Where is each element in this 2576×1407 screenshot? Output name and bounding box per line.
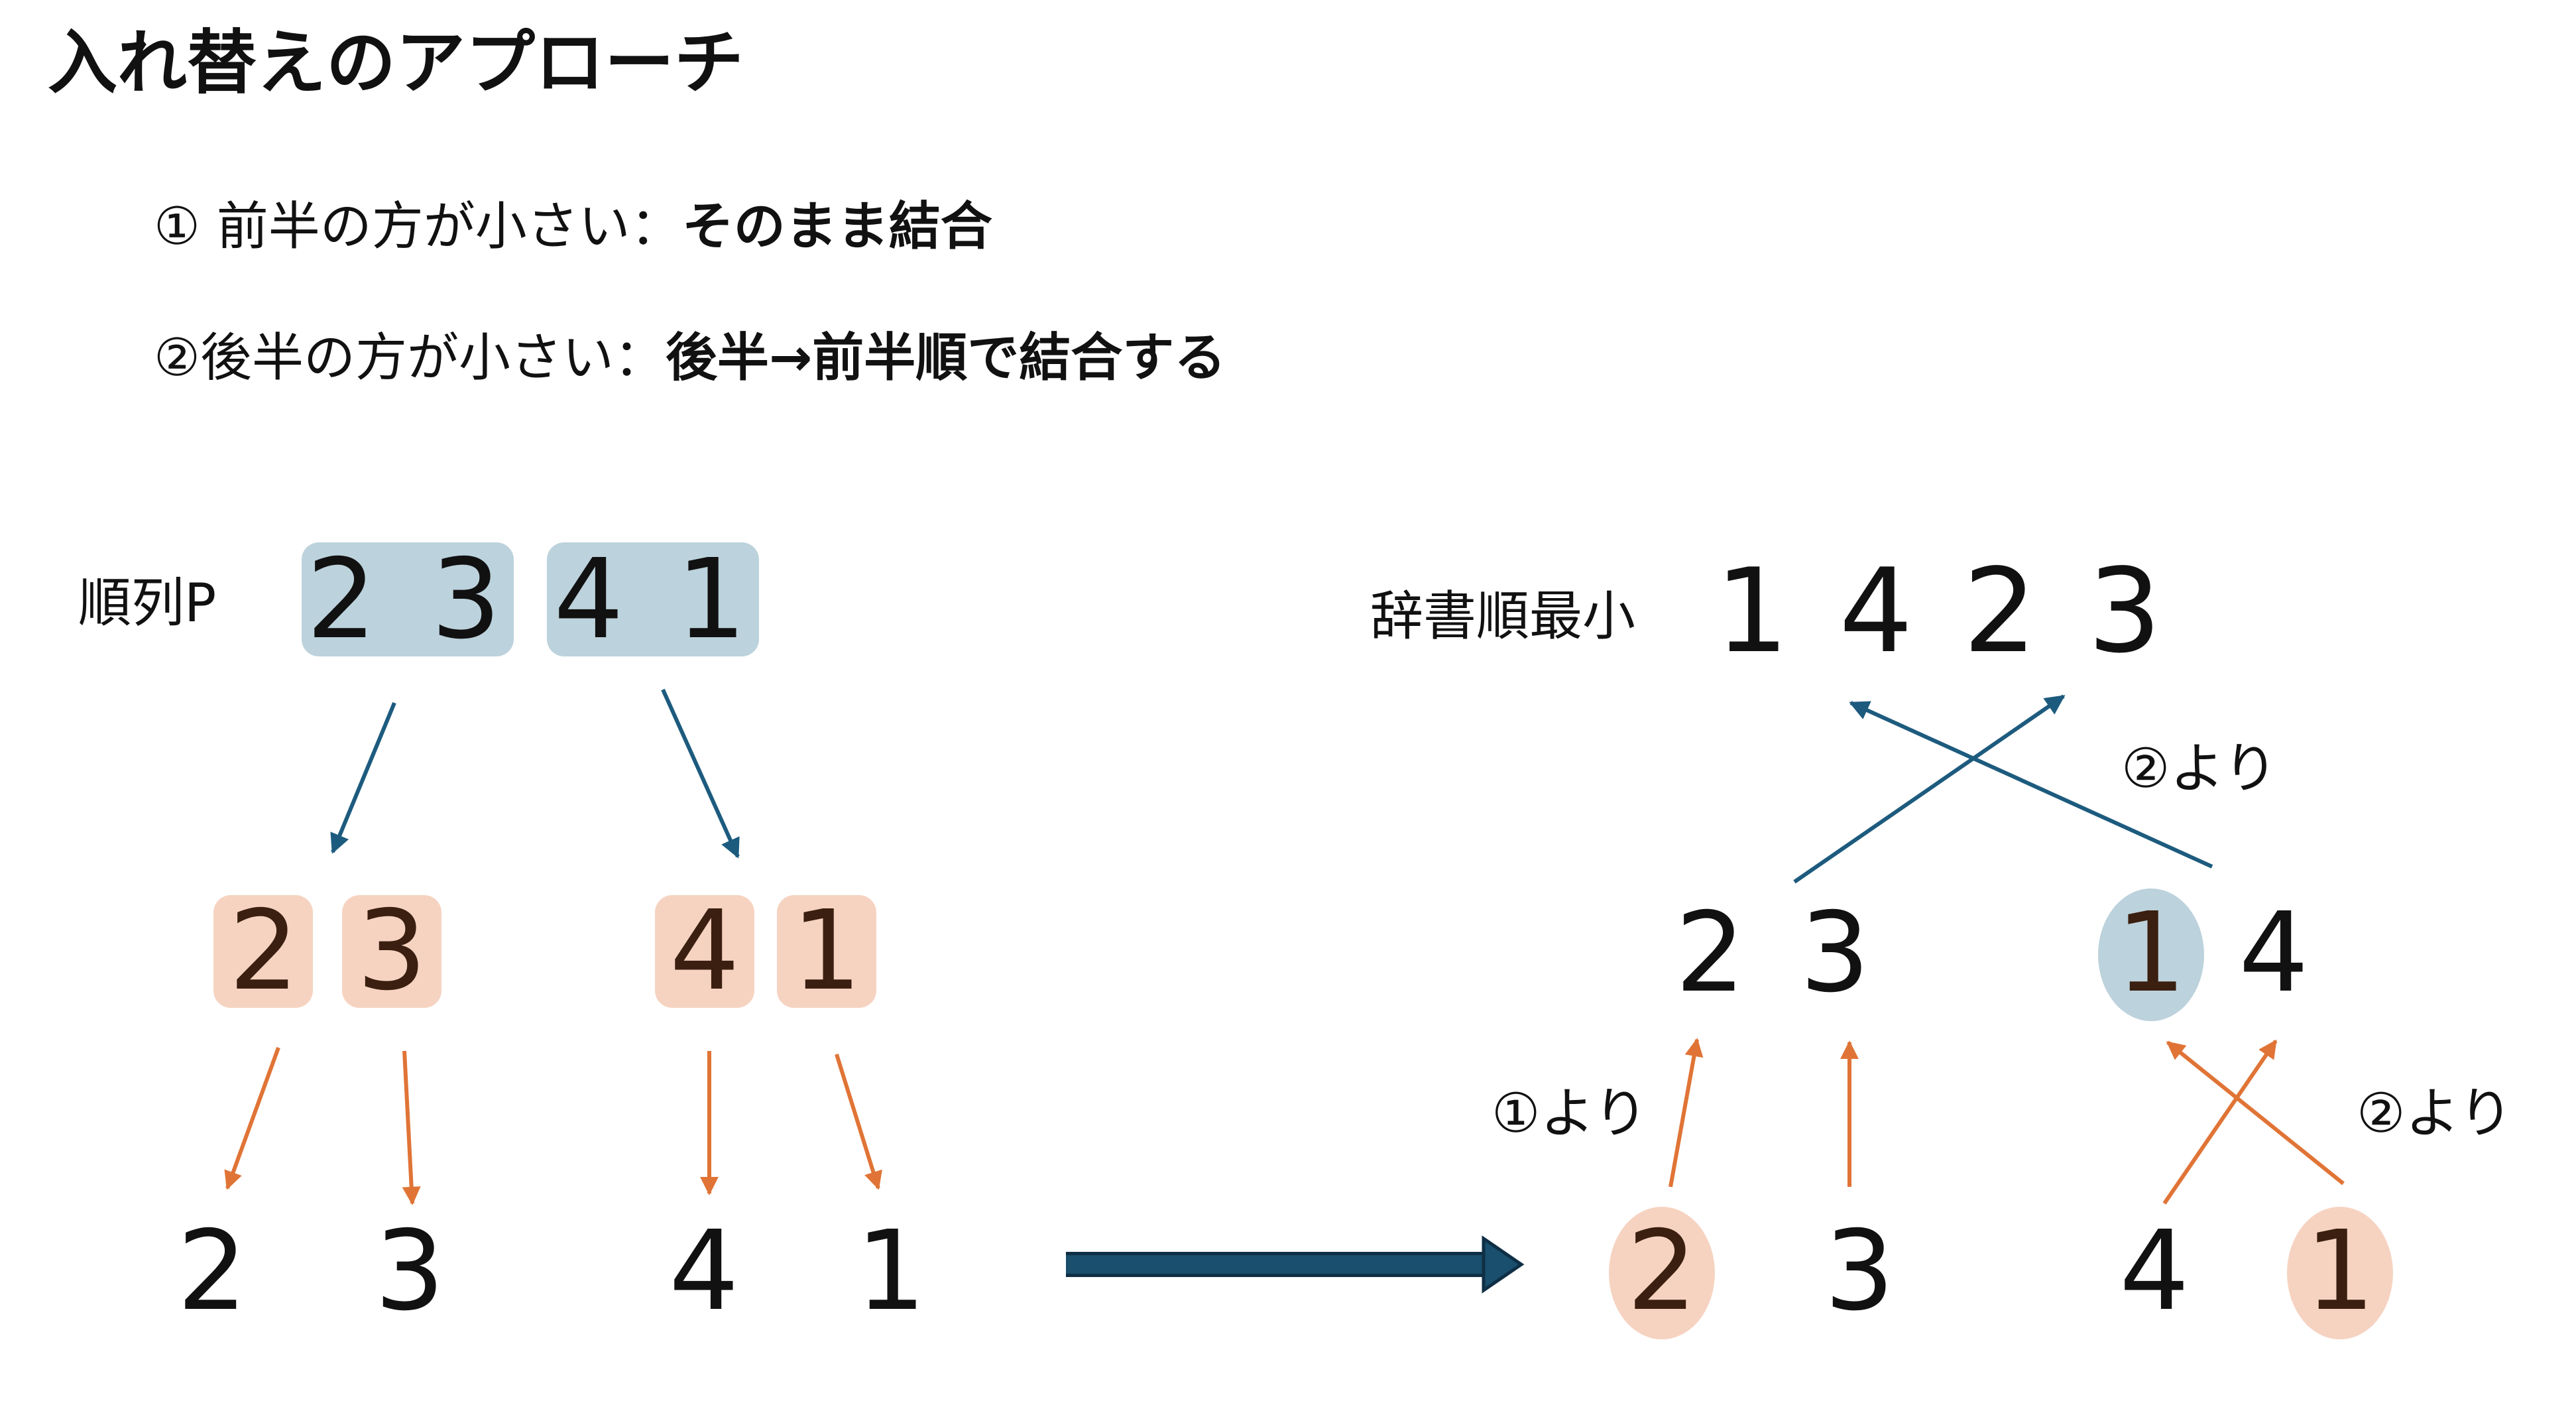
rule-1-action: そのまま結合 bbox=[681, 197, 992, 257]
highlight-circle-2 bbox=[1609, 1207, 1715, 1339]
page-title: 入れ替えのアプローチ bbox=[48, 23, 744, 103]
left-top-num: 1 bbox=[676, 536, 746, 664]
right-bottom-num: 3 bbox=[1824, 1207, 1895, 1335]
lex-min-num: 4 bbox=[1839, 544, 1913, 679]
right-bottom-num: 4 bbox=[2119, 1207, 2190, 1335]
split-arrow-right bbox=[661, 688, 740, 859]
merge-arrow-2 bbox=[1669, 1038, 1704, 1188]
rule-2-action: 後半→前半順で結合する bbox=[665, 328, 1226, 388]
permutation-label: 順列P bbox=[78, 572, 217, 634]
mid-box-3 bbox=[342, 895, 441, 1008]
right-bottom-num: 1 bbox=[2305, 1207, 2375, 1335]
merge-arrow-1 bbox=[2166, 1040, 2345, 1186]
left-bottom-num: 1 bbox=[856, 1207, 926, 1335]
rule-2: ②後半の方が小さい：後半→前半順で結合する bbox=[154, 325, 1226, 391]
left-top-num: 3 bbox=[431, 536, 501, 664]
merge-arrow-back bbox=[1849, 701, 2213, 869]
left-bottom-num: 4 bbox=[669, 1207, 739, 1335]
note-left-merge: ①より bbox=[1492, 1082, 1648, 1145]
lex-min-label: 辞書順最小 bbox=[1370, 585, 1635, 647]
left-mid-num: 1 bbox=[791, 887, 862, 1015]
note-top-merge: ②より bbox=[2121, 737, 2278, 800]
rule-1-condition: 前半の方が小さい： bbox=[200, 197, 682, 257]
left-mid-num: 2 bbox=[229, 887, 299, 1015]
lex-min-num: 3 bbox=[2087, 544, 2162, 679]
merge-arrow-front bbox=[1793, 694, 2066, 884]
right-mid-num: 4 bbox=[2239, 889, 2309, 1017]
rule-2-condition: 後半の方が小さい： bbox=[200, 328, 666, 388]
left-mid-num: 4 bbox=[670, 887, 740, 1015]
left-top-num: 2 bbox=[306, 536, 377, 664]
highlight-circle-mid-1 bbox=[2098, 888, 2204, 1021]
left-mid-num: 3 bbox=[357, 887, 427, 1015]
mid-box-4 bbox=[655, 895, 754, 1008]
lex-min-num: 1 bbox=[1715, 544, 1789, 679]
split-arrow-3 bbox=[402, 1050, 421, 1205]
split-arrow-2 bbox=[224, 1046, 280, 1190]
rule-1-marker: ① bbox=[154, 197, 200, 257]
transition-arrowhead bbox=[1482, 1235, 1525, 1294]
rule-1: ① 前半の方が小さい：そのまま結合 bbox=[154, 194, 992, 260]
mid-box-2 bbox=[213, 895, 313, 1008]
rule-2-marker: ② bbox=[154, 328, 200, 388]
mid-box-1 bbox=[777, 895, 876, 1008]
merge-arrow-4 bbox=[2162, 1039, 2278, 1205]
right-half-box bbox=[547, 542, 759, 656]
highlight-circle-1 bbox=[2287, 1207, 2393, 1339]
right-bottom-num: 2 bbox=[1627, 1207, 1697, 1335]
right-mid-num: 1 bbox=[2116, 889, 2186, 1017]
split-arrow-1 bbox=[835, 1054, 882, 1190]
left-half-box bbox=[302, 542, 514, 656]
right-mid-num: 2 bbox=[1675, 889, 1745, 1017]
left-bottom-num: 2 bbox=[177, 1207, 247, 1335]
note-right-merge: ②より bbox=[2357, 1082, 2513, 1145]
right-mid-num: 3 bbox=[1800, 889, 1870, 1017]
left-top-num: 4 bbox=[554, 536, 624, 664]
left-bottom-num: 3 bbox=[375, 1207, 445, 1335]
lex-min-num: 2 bbox=[1963, 544, 2037, 679]
split-arrow-left bbox=[330, 702, 396, 854]
